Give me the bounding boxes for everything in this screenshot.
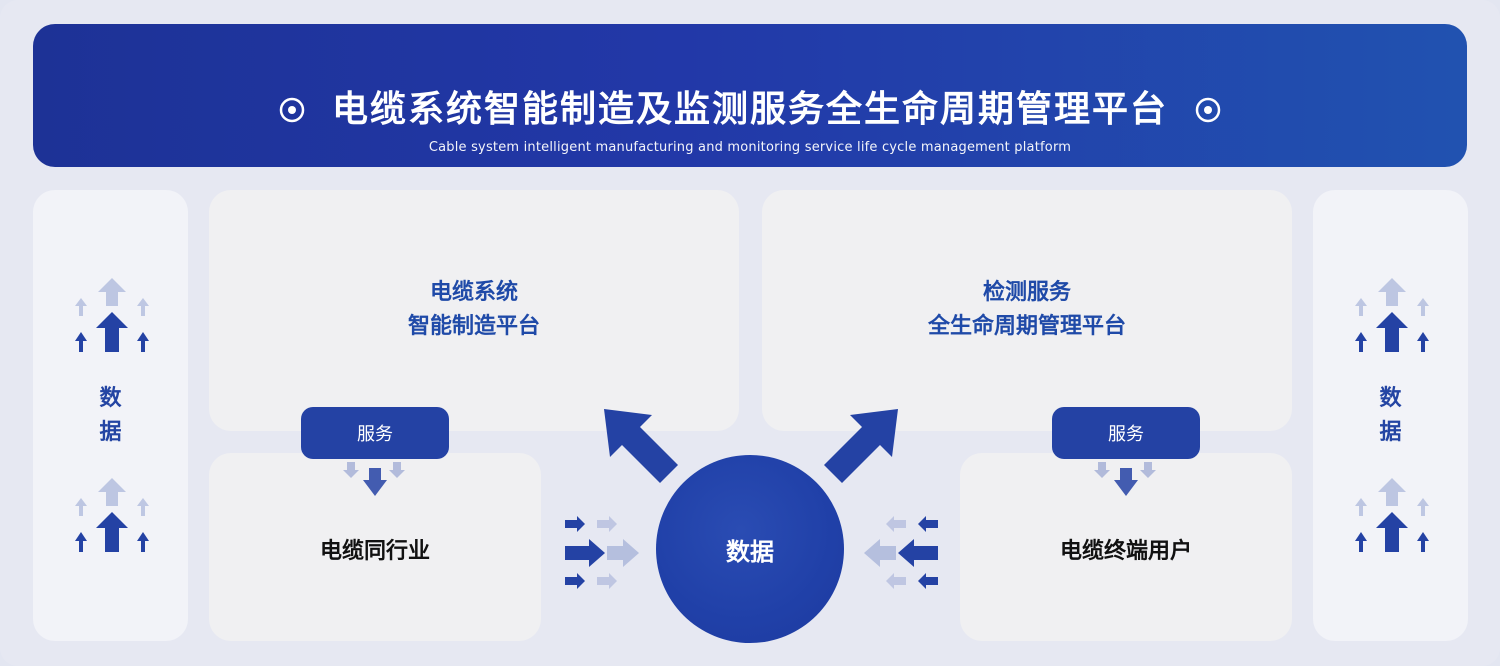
right-user-label: 电缆终端用户: [1059, 539, 1192, 564]
upload-arrows-icon: [75, 278, 149, 352]
upload-arrows-icon: [1355, 278, 1429, 352]
header-title-row: 电缆系统智能制造及监测服务全生命周期管理平台: [33, 86, 1467, 134]
upload-arrows-icon: [1355, 478, 1429, 552]
right-service-button[interactable]: 服务: [1052, 407, 1200, 459]
arrow-up-left-icon: [604, 409, 678, 483]
target-circle-icon: [1195, 97, 1221, 123]
left-platform-title-2: 智能制造平台: [407, 314, 540, 339]
down-arrows-icon: [1094, 462, 1156, 496]
right-data-column: 数 据: [1313, 190, 1468, 641]
header-banner: 电缆系统智能制造及监测服务全生命周期管理平台 Cable system inte…: [33, 24, 1467, 167]
right-data-label-2: 据: [1379, 420, 1402, 445]
right-data-label-1: 数: [1379, 386, 1402, 411]
target-circle-icon: [279, 97, 305, 123]
left-data-column: 数 据: [33, 190, 188, 641]
arrows-right-icon: [565, 516, 639, 589]
left-data-label-1: 数: [99, 386, 122, 411]
left-industry-label: 电缆同行业: [319, 539, 430, 564]
right-platform-panel: 检测服务 全生命周期管理平台: [762, 190, 1292, 431]
page-title: 电缆系统智能制造及监测服务全生命周期管理平台: [331, 89, 1168, 130]
upload-arrows-icon: [75, 478, 149, 552]
right-platform-title-1: 检测服务: [982, 280, 1071, 305]
right-platform-title-2: 全生命周期管理平台: [927, 314, 1126, 339]
left-service-button[interactable]: 服务: [301, 407, 449, 459]
page-subtitle: Cable system intelligent manufacturing a…: [428, 140, 1072, 155]
center-data-node: 数据: [656, 455, 844, 643]
down-arrows-icon: [343, 462, 405, 496]
left-data-label-2: 据: [99, 420, 122, 445]
arrow-up-right-icon: [824, 409, 898, 483]
left-platform-title-1: 电缆系统: [429, 280, 518, 305]
arrows-left-icon: [864, 516, 938, 589]
left-platform-panel: 电缆系统 智能制造平台: [209, 190, 739, 431]
